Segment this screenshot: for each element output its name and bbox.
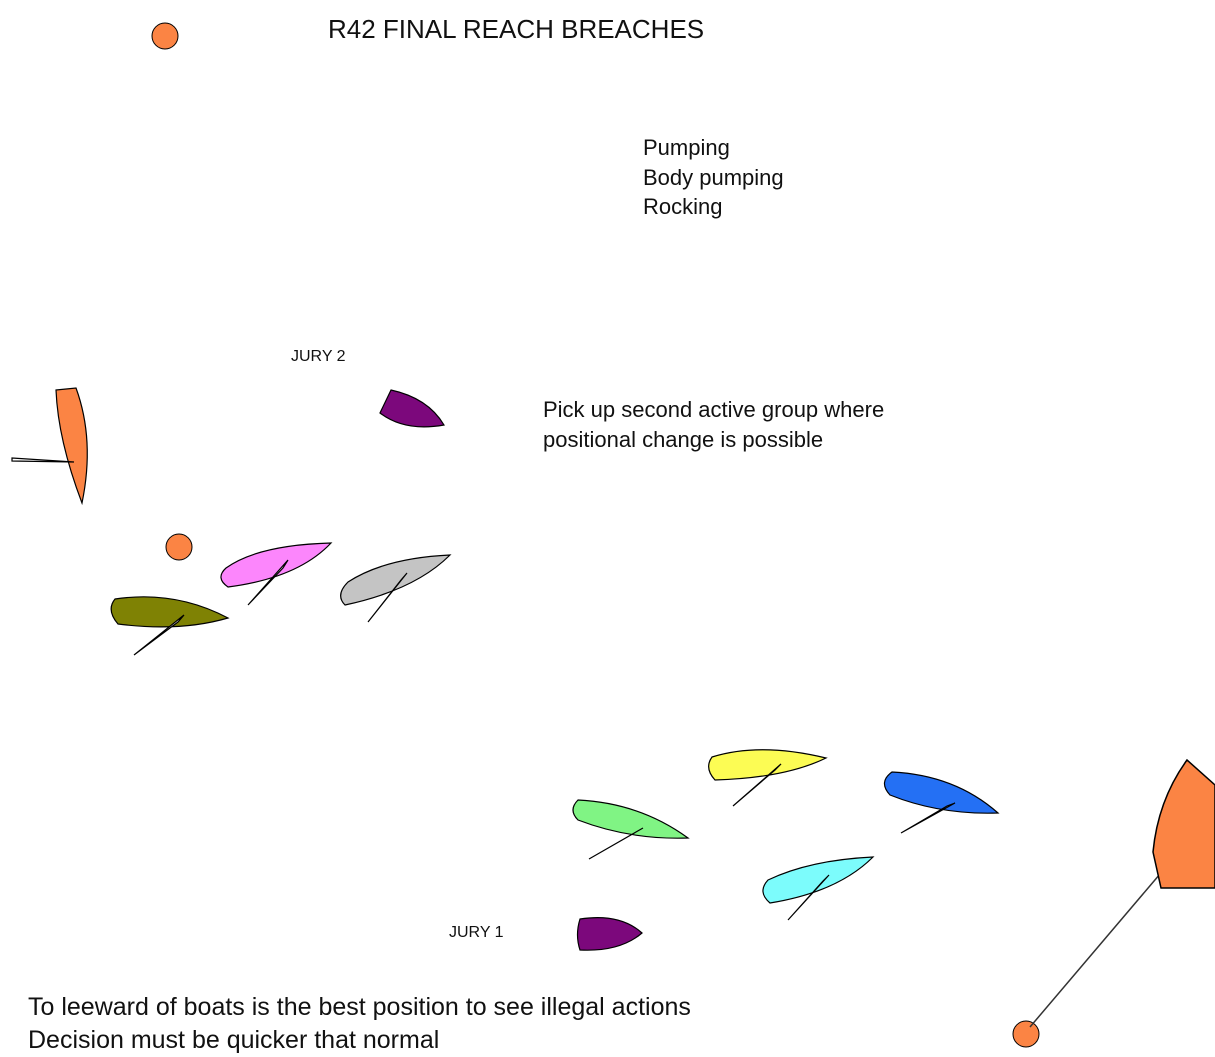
breach-list: Pumping Body pumping Rocking xyxy=(643,133,784,222)
olive-boat-sail xyxy=(133,614,185,656)
green-boat xyxy=(572,799,690,839)
jury1-label: JURY 1 xyxy=(449,924,504,941)
orange-boat-sail xyxy=(11,457,75,463)
yellow-boat xyxy=(708,749,828,781)
footer-notes: To leeward of boats is the best position… xyxy=(28,991,691,1057)
orange-boat xyxy=(55,387,88,506)
cyan-boat xyxy=(762,856,875,904)
breach-item: Pumping xyxy=(643,135,730,160)
cyan-boat-sail xyxy=(787,874,830,921)
grey-boat xyxy=(340,554,452,606)
top-mark xyxy=(151,22,179,50)
grey-boat-sail xyxy=(367,572,408,623)
pink-boat xyxy=(220,542,333,588)
finish-line xyxy=(1029,873,1161,1028)
diagram-title: R42 FINAL REACH BREACHES xyxy=(328,14,705,44)
finish-pin-mark xyxy=(1012,1020,1040,1048)
blue-boat-sail xyxy=(900,802,956,834)
jury1-boat xyxy=(576,917,643,951)
green-boat-sail xyxy=(588,827,644,860)
breach-item: Body pumping xyxy=(643,164,784,190)
footer-line: Decision must be quicker that normal xyxy=(28,1026,440,1054)
note-line: Pick up second active group where xyxy=(543,397,885,422)
blue-boat xyxy=(883,771,1000,814)
footer-line: To leeward of boats is the best position… xyxy=(28,993,691,1021)
jury-note: Pick up second active group where positi… xyxy=(543,395,884,455)
breach-item: Rocking xyxy=(643,194,723,219)
gate-mark xyxy=(165,533,193,561)
yellow-boat-sail xyxy=(732,763,782,807)
pink-boat-sail xyxy=(247,559,289,606)
note-line: positional change is possible xyxy=(543,427,824,452)
olive-boat xyxy=(110,596,230,628)
jury2-label: JURY 2 xyxy=(291,348,346,365)
jury2-boat xyxy=(379,389,445,428)
committee-boat xyxy=(1152,758,1215,889)
